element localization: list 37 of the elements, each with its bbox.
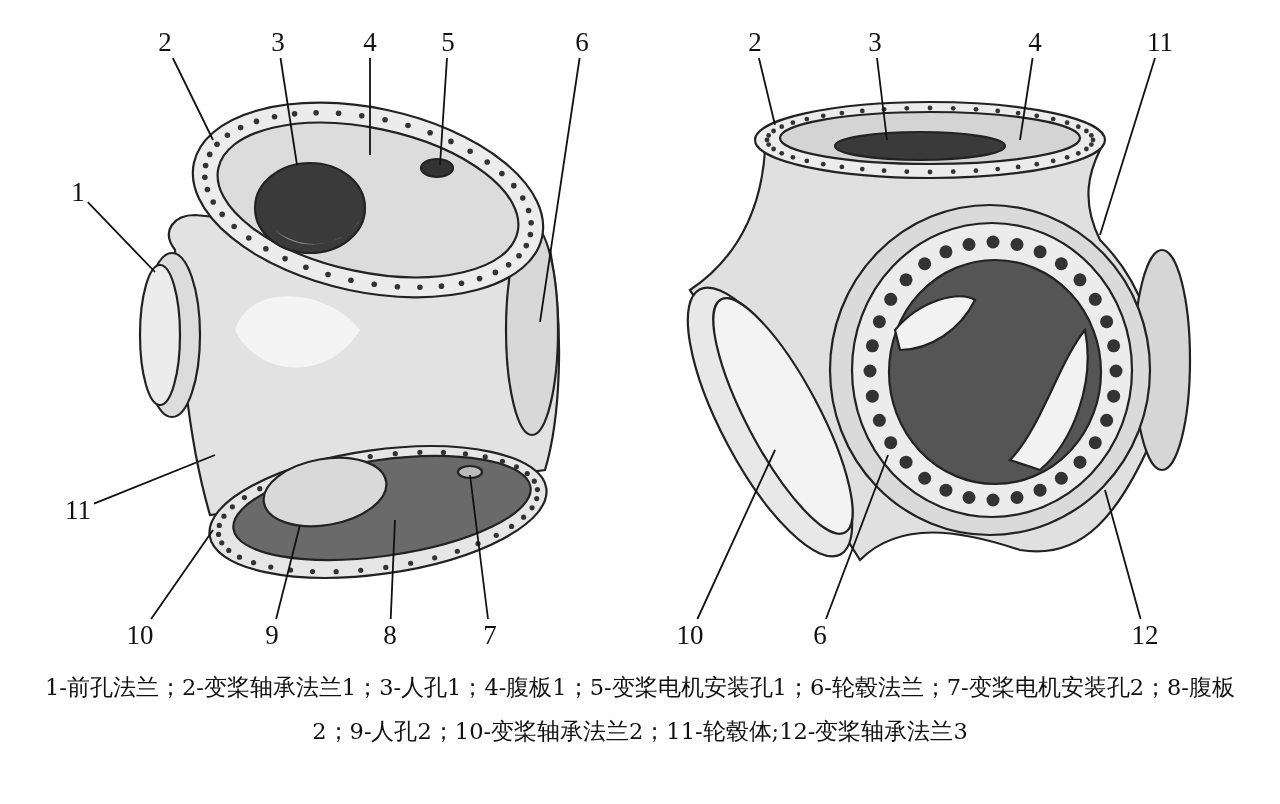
- leader-line: [1099, 57, 1156, 236]
- callout-number: 10: [126, 621, 154, 649]
- leader-line: [469, 474, 489, 620]
- leader-line: [539, 57, 581, 323]
- leader-line: [696, 449, 776, 620]
- callout-number: 5: [441, 28, 455, 56]
- leader-line: [389, 519, 396, 620]
- leader-line: [825, 454, 889, 620]
- callout-number: 3: [868, 28, 882, 56]
- leader-line: [275, 524, 301, 620]
- callout-number: 12: [1131, 621, 1159, 649]
- leader-line: [1104, 489, 1142, 620]
- caption: 1-前孔法兰；2-变桨轴承法兰1；3-人孔1；4-腹板1；5-变桨电机安装孔1；6-轮毂法兰；7-变桨电机安装孔2；8-腹板2；9-人孔2；10-变桨轴承法兰2；11-轮毂体;12-变桨轴承法兰3: [44, 673, 1236, 746]
- callout-number: 10: [676, 621, 704, 649]
- callout-number: 9: [265, 621, 279, 649]
- leader-line: [1019, 57, 1034, 141]
- leader-line: [758, 57, 776, 126]
- callout-number: 6: [813, 621, 827, 649]
- callout-number: 11: [1147, 28, 1173, 56]
- callout-number: 1: [71, 178, 85, 206]
- leader-line: [86, 201, 156, 273]
- leader-line: [369, 57, 371, 156]
- leader-line: [171, 57, 214, 141]
- leader-line: [150, 529, 214, 620]
- callout-number: 2: [748, 28, 762, 56]
- leader-line: [439, 57, 448, 166]
- callout-number: 8: [383, 621, 397, 649]
- leader-line: [876, 57, 888, 141]
- callout-number: 11: [65, 496, 91, 524]
- callout-number: 3: [271, 28, 285, 56]
- leader-line: [93, 454, 216, 505]
- callout-number: 2: [158, 28, 172, 56]
- callout-number: 4: [363, 28, 377, 56]
- callout-number: 6: [575, 28, 589, 56]
- leader-line: [279, 57, 298, 166]
- callout-number: 4: [1028, 28, 1042, 56]
- callout-number: 7: [483, 621, 497, 649]
